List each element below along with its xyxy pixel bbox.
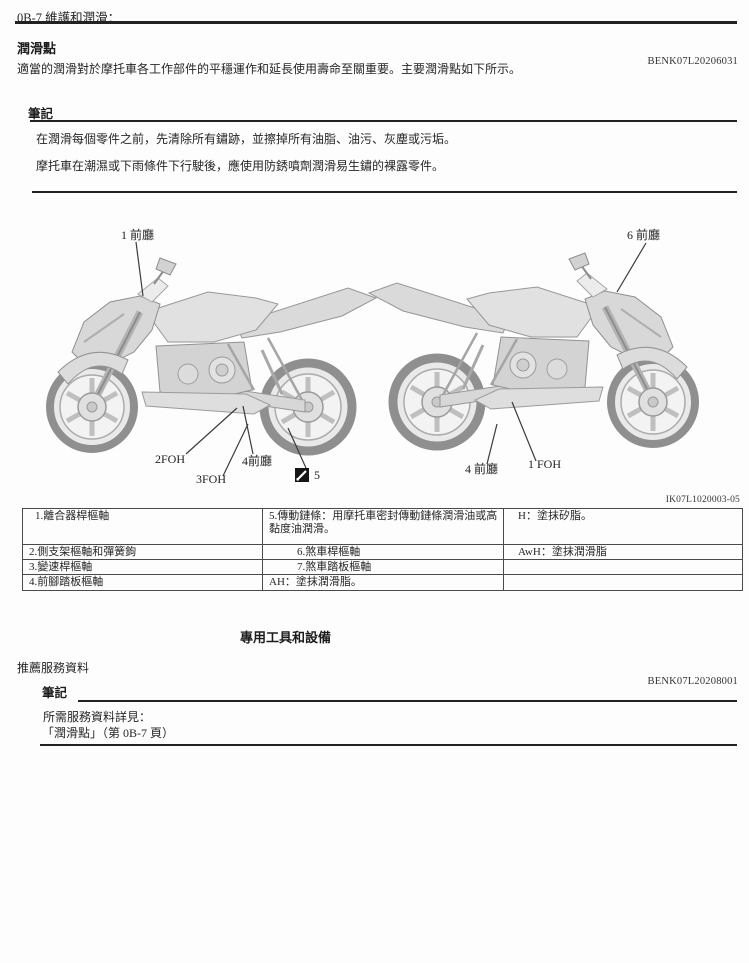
note-label: 筆記 — [28, 107, 54, 121]
leader-lines — [135, 241, 647, 477]
note-line: 在潤滑每個零件之前，先清除所有鏽跡，並擦掉所有油脂、油污、灰塵或污垢。 — [36, 132, 457, 146]
table-cell: 1.離合器桿樞軸 — [22, 508, 263, 545]
note-rule-top — [30, 120, 737, 122]
table-cell: 7.煞車踏板樞軸 — [262, 559, 504, 575]
note-line: 所需服務資料詳見： — [43, 710, 152, 724]
reference-code: BENK07L20206031 — [647, 56, 738, 67]
chain-lube-icon — [295, 468, 309, 482]
table-cell — [503, 559, 743, 575]
lubrication-table: 1.離合器桿樞軸 5.傳動鏈條：用摩托車密封傳動鏈條潤滑油或高黏度油潤滑。 H：… — [22, 508, 743, 591]
note-rule-top — [78, 700, 737, 702]
callout-label-4-front-left: 4前廳 — [242, 454, 273, 468]
callout-label-4-front-right: 4 前廳 — [465, 462, 499, 476]
intro-paragraph: 適當的潤滑對於摩托車各工作部件的平穩運作和延長使用壽命至關重要。主要潤滑點如下所… — [17, 62, 522, 76]
callout-label-6-front: 6 前廳 — [627, 228, 661, 242]
note-label: 筆記 — [42, 686, 68, 700]
note-rule-bottom — [32, 191, 737, 193]
callout-label-1foh: 1 FOH — [528, 457, 562, 471]
callout-label-1-front: 1 前廳 — [121, 228, 155, 242]
note-line: 摩托車在潮濕或下雨條件下行駛後，應使用防銹噴劑潤滑易生鏽的裸露零件。 — [36, 159, 445, 173]
table-cell: 2.側支架樞軸和彈簧鉤 — [22, 544, 263, 560]
table-cell: 4.前腳踏板樞軸 — [22, 574, 263, 591]
section-title: 潤滑點 — [17, 41, 57, 56]
table-cell: AwH：塗抹潤滑脂 — [503, 544, 743, 560]
header-rule — [15, 21, 737, 24]
callout-label-2foh: 2FOH — [155, 452, 186, 466]
callout-label-3foh: 3FOH — [196, 472, 227, 486]
note-rule-bottom — [40, 744, 737, 746]
note-line: 「潤滑點」（第 0B-7 頁） — [42, 726, 175, 740]
callout-label-5: 5 — [314, 468, 320, 482]
motorcycle-right — [369, 253, 695, 446]
table-cell — [503, 574, 743, 591]
table-cell: AH：塗抹潤滑脂。 — [262, 574, 504, 591]
table-cell: H：塗抹矽脂。 — [503, 508, 743, 545]
table-cell: 3.變速桿樞軸 — [22, 559, 263, 575]
table-cell: 6.煞車桿樞軸 — [262, 544, 504, 560]
recommended-service-label: 推薦服務資料 — [17, 661, 90, 675]
table-cell: 5.傳動鏈條：用摩托車密封傳動鏈條潤滑油或高黏度油潤滑。 — [262, 508, 504, 545]
motorcycle-left — [50, 258, 376, 451]
reference-code-2: BENK07L20208001 — [647, 676, 738, 687]
tools-heading: 專用工具和設備 — [240, 630, 332, 645]
figure-illustration — [0, 241, 749, 477]
figure-code: IK07L1020003-05 — [665, 495, 740, 505]
